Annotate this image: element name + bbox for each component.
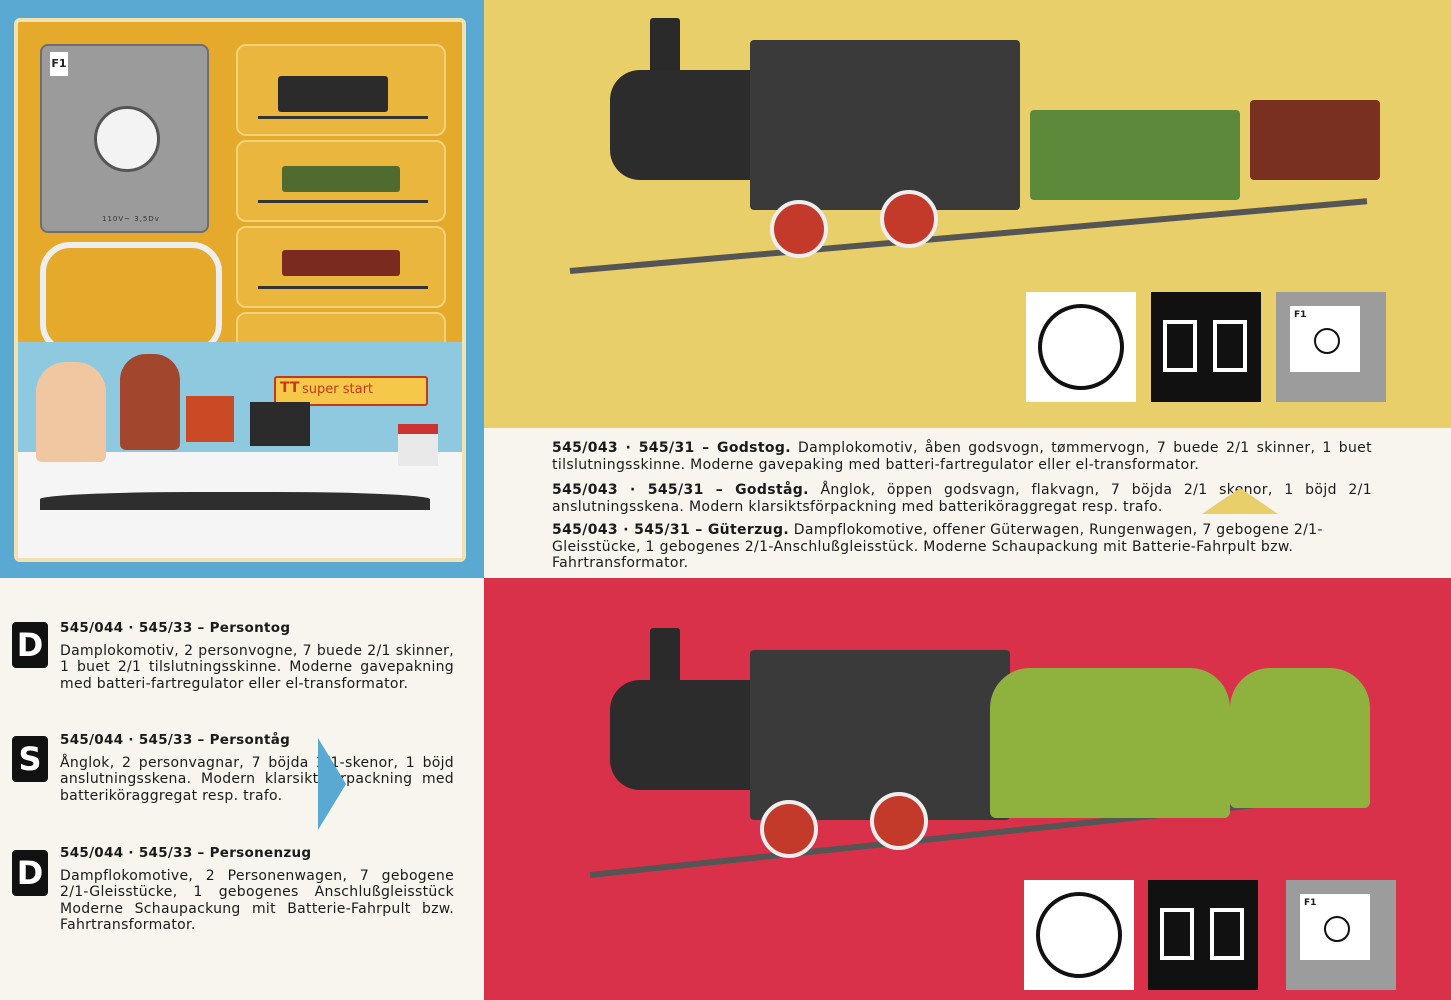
wagon-pair-icon [1148,880,1258,990]
mini-stake-wagon [282,250,400,276]
freight-desc-de: Dampflokomotive, offener Güterwagen, Run… [552,522,1323,571]
passenger-desc-da: Damplokomotiv, 2 personvogne, 7 buede 2/… [60,642,454,692]
passenger-heading-de: 545/044 · 545/33 – Personenzug [60,845,312,861]
box-cover-scene: TT super start [18,342,462,558]
wagon-shape [1163,320,1197,372]
driving-wheel [770,200,828,258]
driving-wheel [870,792,928,850]
tray-open-wagon [236,140,446,222]
yellow-arrow-marker [1202,488,1278,514]
logo-text: super start [302,382,374,397]
cab-body [750,40,1020,210]
scene-steam-loco [250,402,310,446]
track-circle-icon [1024,880,1134,990]
transformer-dial [1314,328,1340,354]
badge-swedish: S [12,736,48,782]
power-cable [40,242,222,354]
freight-code-da: 545/043 · 545/31 – Godstog. [552,440,791,456]
battery-controller: F1 110V~ 3,5Dv [40,44,209,233]
transformer-icon: F1 [1286,880,1396,990]
controller-label: F1 [50,52,68,76]
badge-german: D [12,850,48,896]
passenger-text-panel [0,578,484,1000]
mini-rail [258,116,428,119]
freight-code-de: 545/043 · 545/31 – Güterzug. [552,522,789,538]
scene-house [398,424,438,466]
freight-train-illustration [560,10,1380,300]
passenger-locomotive [600,620,1020,870]
passenger-section-de: 545/044 · 545/33 – Personenzug Dampfloko… [60,845,454,934]
wagon-shape [1210,908,1244,960]
freight-locomotive [600,10,1020,260]
controller-spec: 110V~ 3,5Dv [102,215,160,223]
freight-text-panel [484,428,1451,578]
wagon-shape [1213,320,1247,372]
passenger-desc-sv: Ånglok, 2 personvagnar, 7 böjda 2/1-sken… [60,754,454,804]
passenger-train-illustration [580,620,1380,900]
wagon-pair-icon [1151,292,1261,402]
girl-figure [120,354,180,450]
wagon-shape [1160,908,1194,960]
transformer-dial [1324,916,1350,942]
tray-locomotive [236,44,446,136]
track-circle-icon [1026,292,1136,402]
passenger-desc-de: Dampflokomotive, 2 Personenwagen, 7 gebo… [60,867,454,934]
track-circle-shape [1038,304,1124,390]
transformer-shape: F1 [1290,306,1360,372]
cab-body [750,650,1010,820]
passenger-coach [990,668,1230,818]
open-wagon [1030,110,1240,200]
freight-text-de: 545/043 · 545/31 – Güterzug. Dampflokomo… [552,522,1372,572]
mini-locomotive [278,76,388,112]
passenger-section-da: 545/044 · 545/33 – Persontog Damplokomot… [60,620,454,692]
passenger-section-sv: 545/044 · 545/33 – Persontåg Ånglok, 2 p… [60,732,454,804]
freight-text-da: 545/043 · 545/31 – Godstog. Damplokomoti… [552,440,1372,473]
driving-wheel [760,800,818,858]
boy-figure [36,362,106,462]
track-circle-shape [1036,892,1122,978]
transformer-label: F1 [1294,310,1307,320]
passenger-coach [1230,668,1370,808]
chimney [650,628,680,688]
chimney [650,18,680,78]
blue-arrow-marker [318,738,346,830]
stake-wagon [1250,100,1380,180]
brand-logo: TT super start [274,376,428,406]
tray-stake-wagon [236,226,446,308]
freight-desc-da: Damplokomotiv, åben godsvogn, tømmervogn… [552,440,1372,473]
transformer-shape: F1 [1300,894,1370,960]
passenger-heading-da: 545/044 · 545/33 – Persontog [60,620,291,636]
scene-track [40,492,430,510]
mini-rail [258,200,428,203]
driving-wheel [880,190,938,248]
logo-mark: TT [280,380,300,396]
passenger-heading-sv: 545/044 · 545/33 – Persontåg [60,732,291,748]
mini-open-wagon [282,166,400,192]
badge-danish: D [12,622,48,668]
scene-diesel-loco [186,396,234,442]
transformer-label: F1 [1304,898,1317,908]
mini-rail [258,286,428,289]
train-set-box: F1 110V~ 3,5Dv TT super start [14,18,466,562]
controller-knob [94,106,160,172]
freight-code-sv: 545/043 · 545/31 – Godståg. [552,482,809,498]
transformer-icon: F1 [1276,292,1386,402]
